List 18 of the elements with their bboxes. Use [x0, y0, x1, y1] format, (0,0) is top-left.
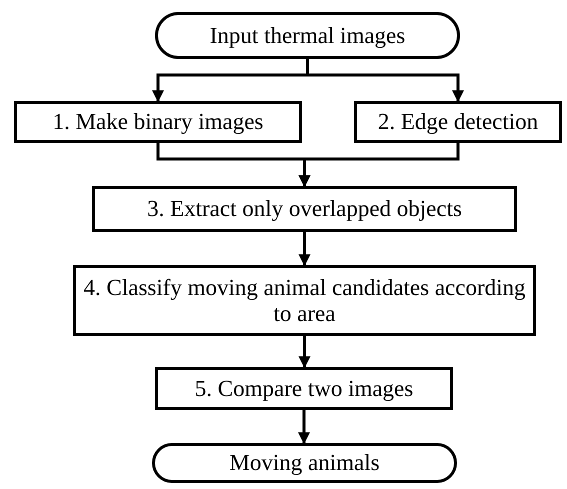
- start-terminal: [155, 12, 460, 59]
- step-text: 4. Classify moving animal candidates according to area: [82, 275, 526, 326]
- process-box: [92, 186, 517, 232]
- process-box: [14, 101, 302, 143]
- arrow: [298, 143, 460, 188]
- step-text: 3. Extract only overlapped objects: [147, 196, 462, 222]
- step-text: 2. Edge detection: [378, 109, 538, 135]
- end-terminal: [152, 443, 457, 483]
- step-text: Moving animals: [229, 450, 380, 476]
- arrow: [298, 336, 310, 368]
- step-text: Input thermal images: [210, 22, 406, 48]
- arrow: [298, 410, 310, 444]
- step-text: 5. Compare two images: [194, 376, 414, 402]
- step-text: 1. Make binary images: [52, 109, 264, 135]
- process-box: [73, 265, 536, 336]
- arrow: [298, 232, 310, 266]
- process-box: [354, 101, 562, 143]
- process-box: [155, 367, 453, 410]
